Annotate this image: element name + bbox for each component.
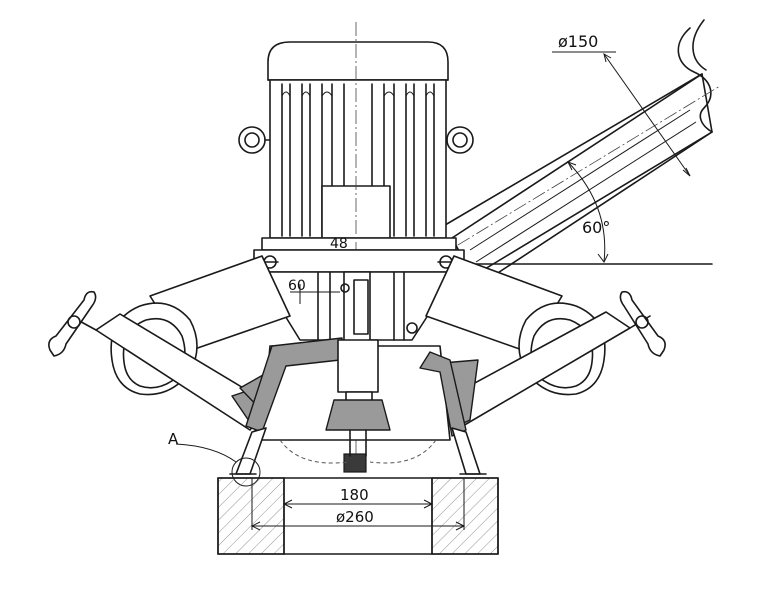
- motor: [238, 22, 474, 470]
- angle-dimension: 60°: [459, 161, 713, 265]
- base-width-label: 180: [340, 486, 369, 504]
- outlet-pipe: [419, 19, 721, 287]
- offset-dimension: 60: [288, 278, 340, 304]
- support-feet: [229, 427, 487, 475]
- detail-marker-label: A: [168, 430, 179, 448]
- base-diameter-label: ø260: [336, 508, 374, 526]
- offset-dimension-label: 60: [288, 278, 306, 294]
- pump-bracket: [253, 249, 465, 343]
- pump-casing: [245, 337, 467, 473]
- lifting-eye-left: [238, 126, 273, 154]
- angle-label: 60°: [582, 218, 610, 237]
- flange-dimension-label: 48: [330, 236, 348, 252]
- pipe-diameter-dimension: ø150: [552, 32, 691, 177]
- base-dimensions: 180 ø260: [250, 486, 466, 531]
- pipe-diameter-label: ø150: [558, 32, 598, 51]
- foundation: [217, 477, 499, 555]
